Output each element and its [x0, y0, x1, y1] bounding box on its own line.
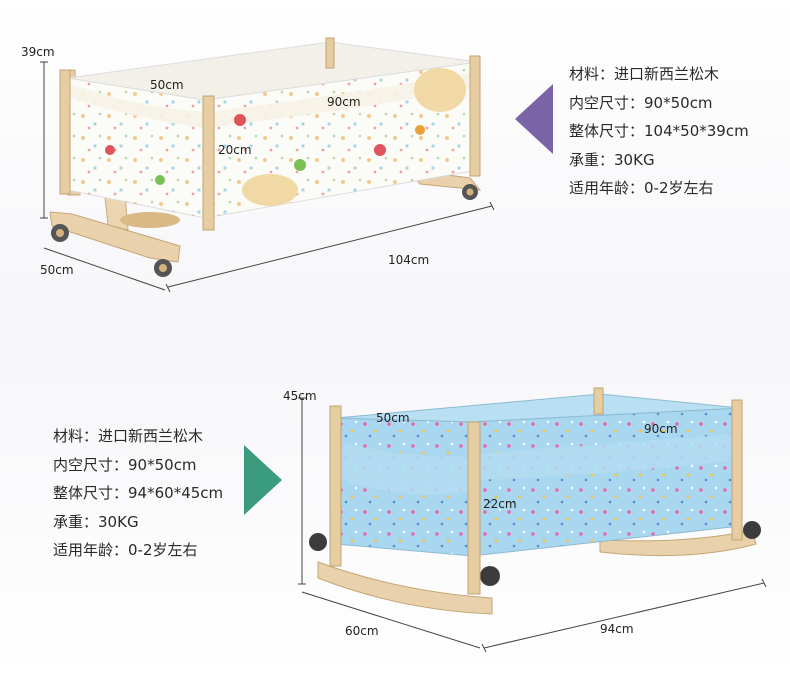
bottom-spec-list: 材料：进口新西兰松木 内空尺寸：90*50cm 整体尺寸：94*60*45cm … [53, 422, 223, 565]
top-left-arrow-icon [515, 84, 553, 154]
top-depth-label: 50cm [40, 263, 74, 277]
top-inner-length-label: 90cm [327, 95, 361, 109]
bottom-product-section: 45cm 50cm 90cm 22cm 60cm 94cm 材料：进口新西兰松木… [0, 330, 790, 680]
top-side-height-label: 20cm [218, 143, 252, 157]
top-spec-list: 材料：进口新西兰松木 内空尺寸：90*50cm 整体尺寸：104*50*39cm… [569, 60, 749, 203]
spec-age: 适用年龄：0-2岁左右 [53, 541, 198, 559]
bottom-right-arrow-icon [244, 445, 282, 515]
spec-overall-size: 整体尺寸：104*50*39cm [569, 122, 749, 140]
spec-inner-size: 内空尺寸：90*50cm [53, 455, 197, 474]
bottom-depth-label: 60cm [345, 624, 379, 638]
spec-material: 材料：进口新西兰松木 [569, 65, 720, 83]
bottom-height-label: 45cm [283, 389, 317, 403]
top-crib-posts [59, 37, 481, 231]
spec-inner-size: 内空尺寸：90*50cm [569, 93, 713, 112]
bottom-crib-rockers [309, 521, 761, 615]
spec-age: 适用年龄：0-2岁左右 [569, 179, 714, 197]
top-inner-width-label: 50cm [150, 78, 184, 92]
top-height-label: 39cm [21, 45, 55, 59]
white-crib-illustration [40, 37, 495, 293]
bottom-side-height-label: 22cm [483, 497, 517, 511]
spec-material: 材料：进口新西兰松木 [53, 427, 204, 445]
bottom-inner-width-label: 50cm [376, 411, 410, 425]
blue-crib-illustration [298, 387, 767, 653]
spec-overall-size: 整体尺寸：94*60*45cm [53, 484, 224, 502]
top-product-section: 39cm 50cm 90cm 20cm 50cm 104cm 材料：进口新西兰松… [0, 0, 790, 330]
spec-load: 承重：30KG [53, 512, 139, 531]
bottom-inner-length-label: 90cm [644, 422, 678, 436]
bottom-crib-basket [335, 393, 741, 557]
spec-load: 承重：30KG [569, 150, 655, 169]
top-crib-basket [67, 41, 479, 219]
bottom-length-label: 94cm [600, 622, 634, 636]
top-length-label: 104cm [388, 253, 430, 267]
bottom-crib-posts [329, 387, 743, 595]
